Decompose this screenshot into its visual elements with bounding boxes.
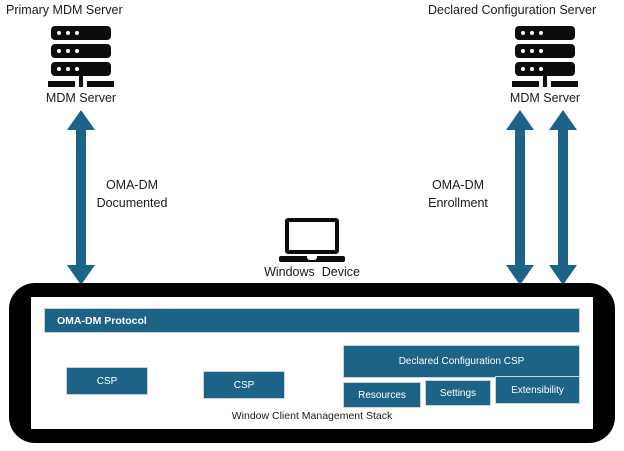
windows-client-management-stack-panel: OMA-DM Protocol CSP CSP Declared Configu… <box>9 283 615 443</box>
settings-box[interactable]: Settings <box>425 380 491 406</box>
left-connection-arrow <box>66 110 96 285</box>
stack-inner-area: OMA-DM Protocol CSP CSP Declared Configu… <box>31 297 593 429</box>
left-connection-label-line2: Documented <box>96 196 168 210</box>
csp-box-2[interactable]: CSP <box>203 371 285 399</box>
extensibility-box[interactable]: Extensibility <box>495 376 580 404</box>
right-connection-arrow-2 <box>548 110 578 285</box>
declared-configuration-csp-box[interactable]: Declared Configuration CSP <box>343 345 580 378</box>
right-connection-label-line1: OMA-DM <box>431 178 485 192</box>
declared-configuration-server-title: Declared Configuration Server <box>428 3 597 17</box>
right-server-caption: MDM Server <box>509 91 581 105</box>
left-server-caption: MDM Server <box>45 91 117 105</box>
right-connection-arrow-1 <box>505 110 535 285</box>
stack-caption: Window Client Management Stack <box>231 410 393 422</box>
resources-box[interactable]: Resources <box>343 382 421 408</box>
windows-device-caption: Windows Device <box>264 265 360 279</box>
oma-dm-protocol-bar[interactable]: OMA-DM Protocol <box>44 308 580 333</box>
laptop-icon <box>279 218 345 264</box>
csp-box-1[interactable]: CSP <box>66 367 148 395</box>
server-rack-icon <box>508 26 582 88</box>
primary-mdm-server-title: Primary MDM Server <box>6 3 123 17</box>
left-connection-label-line1: OMA-DM <box>105 178 159 192</box>
server-rack-icon <box>44 26 118 88</box>
right-connection-label-line2: Enrollment <box>428 196 488 210</box>
